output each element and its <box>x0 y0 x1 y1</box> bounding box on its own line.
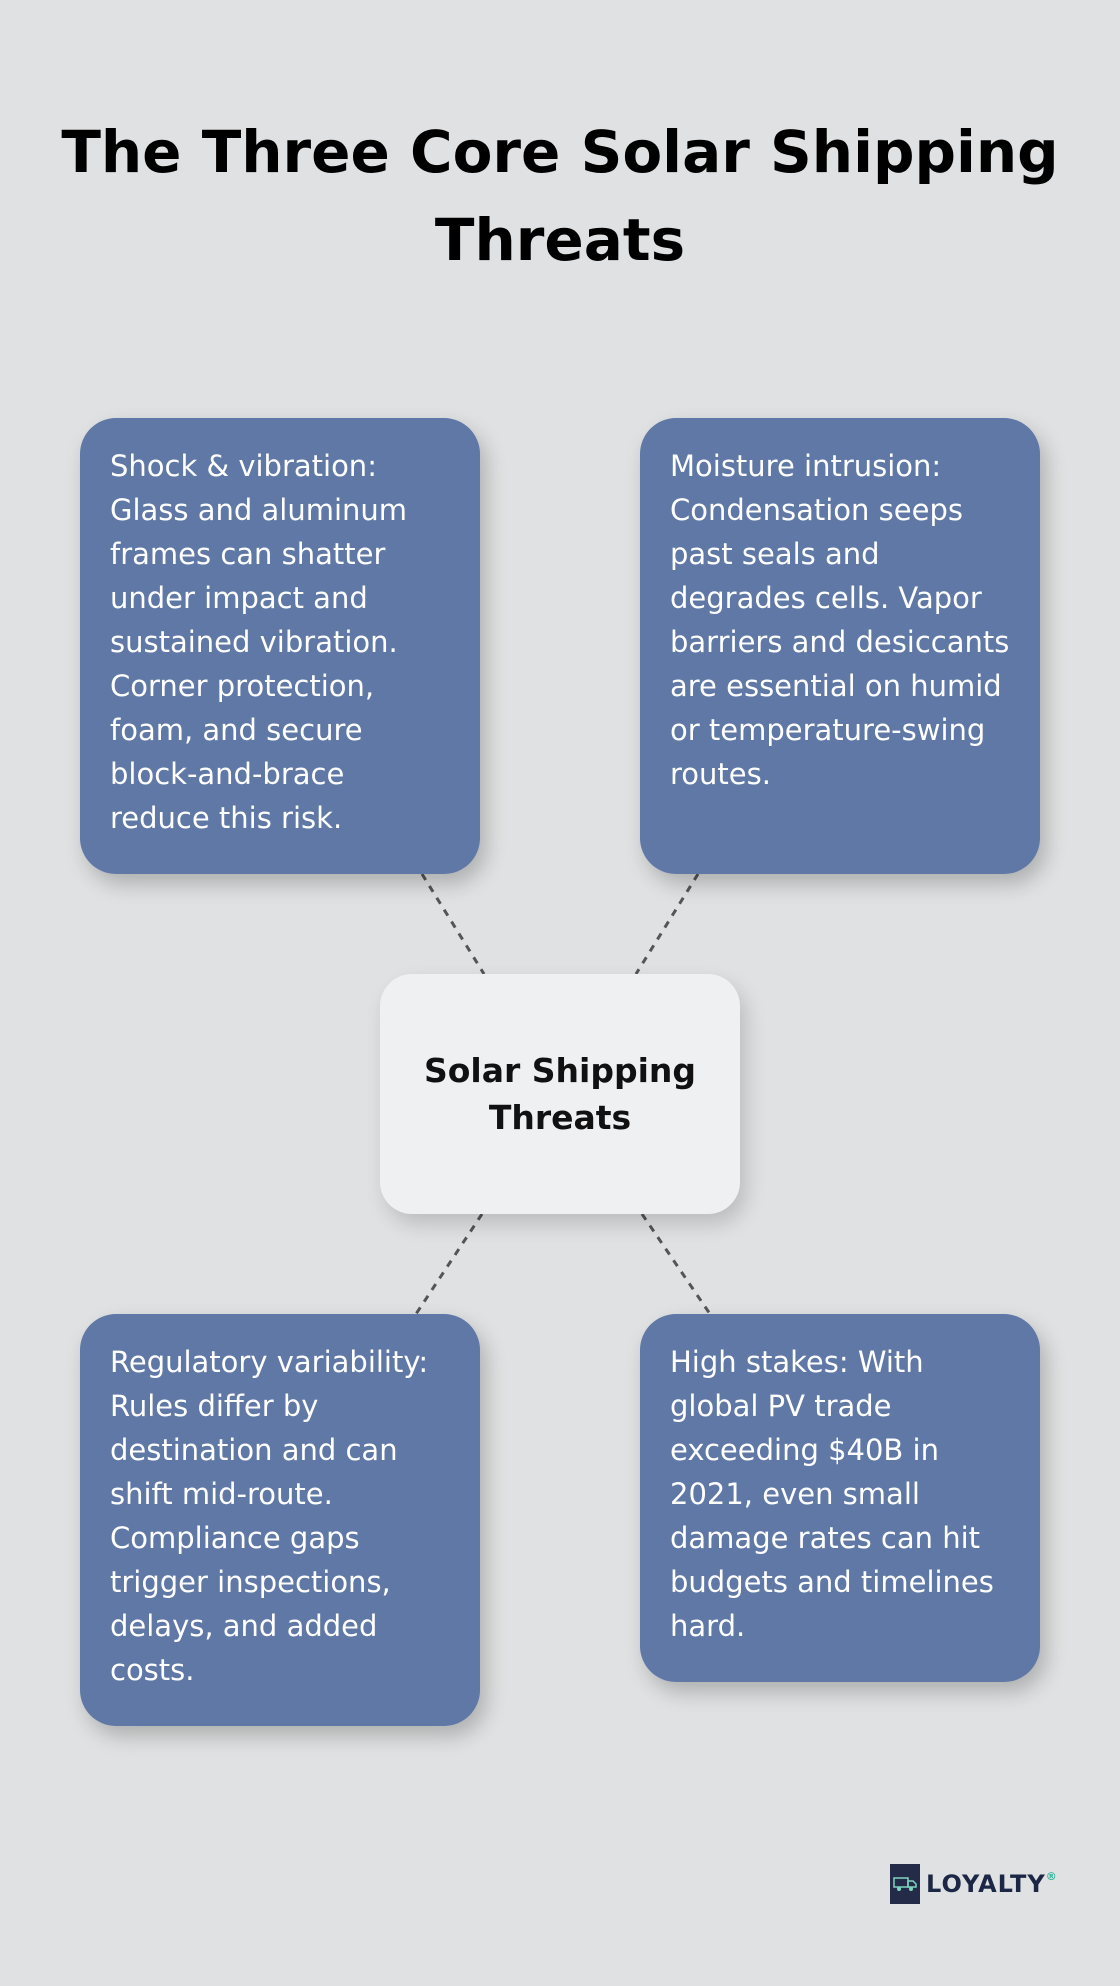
center-node: Solar Shipping Threats <box>380 974 740 1214</box>
brand-logo: LOYALTY® <box>890 1864 1058 1904</box>
threat-box-shock-vibration: Shock & vibration: Glass and aluminum fr… <box>80 418 480 874</box>
threat-box-high-stakes: High stakes: With global PV trade exceed… <box>640 1314 1040 1682</box>
threat-box-moisture-intrusion: Moisture intrusion: Condensation seeps p… <box>640 418 1040 874</box>
registered-mark: ® <box>1045 1870 1058 1883</box>
page-title: The Three Core Solar Shipping Threats <box>61 118 1059 274</box>
connector-line-bottom-left <box>414 1213 484 1315</box>
connector-line-top-left <box>420 873 486 975</box>
brand-name: LOYALTY® <box>926 1870 1058 1898</box>
center-node-label: Solar Shipping Threats <box>423 1051 697 1137</box>
connector-line-top-right <box>634 873 700 975</box>
threat-box-regulatory-variability: Regulatory variability: Rules differ by … <box>80 1314 480 1726</box>
connector-line-bottom-right <box>640 1213 712 1315</box>
truck-logo-icon <box>890 1864 920 1904</box>
